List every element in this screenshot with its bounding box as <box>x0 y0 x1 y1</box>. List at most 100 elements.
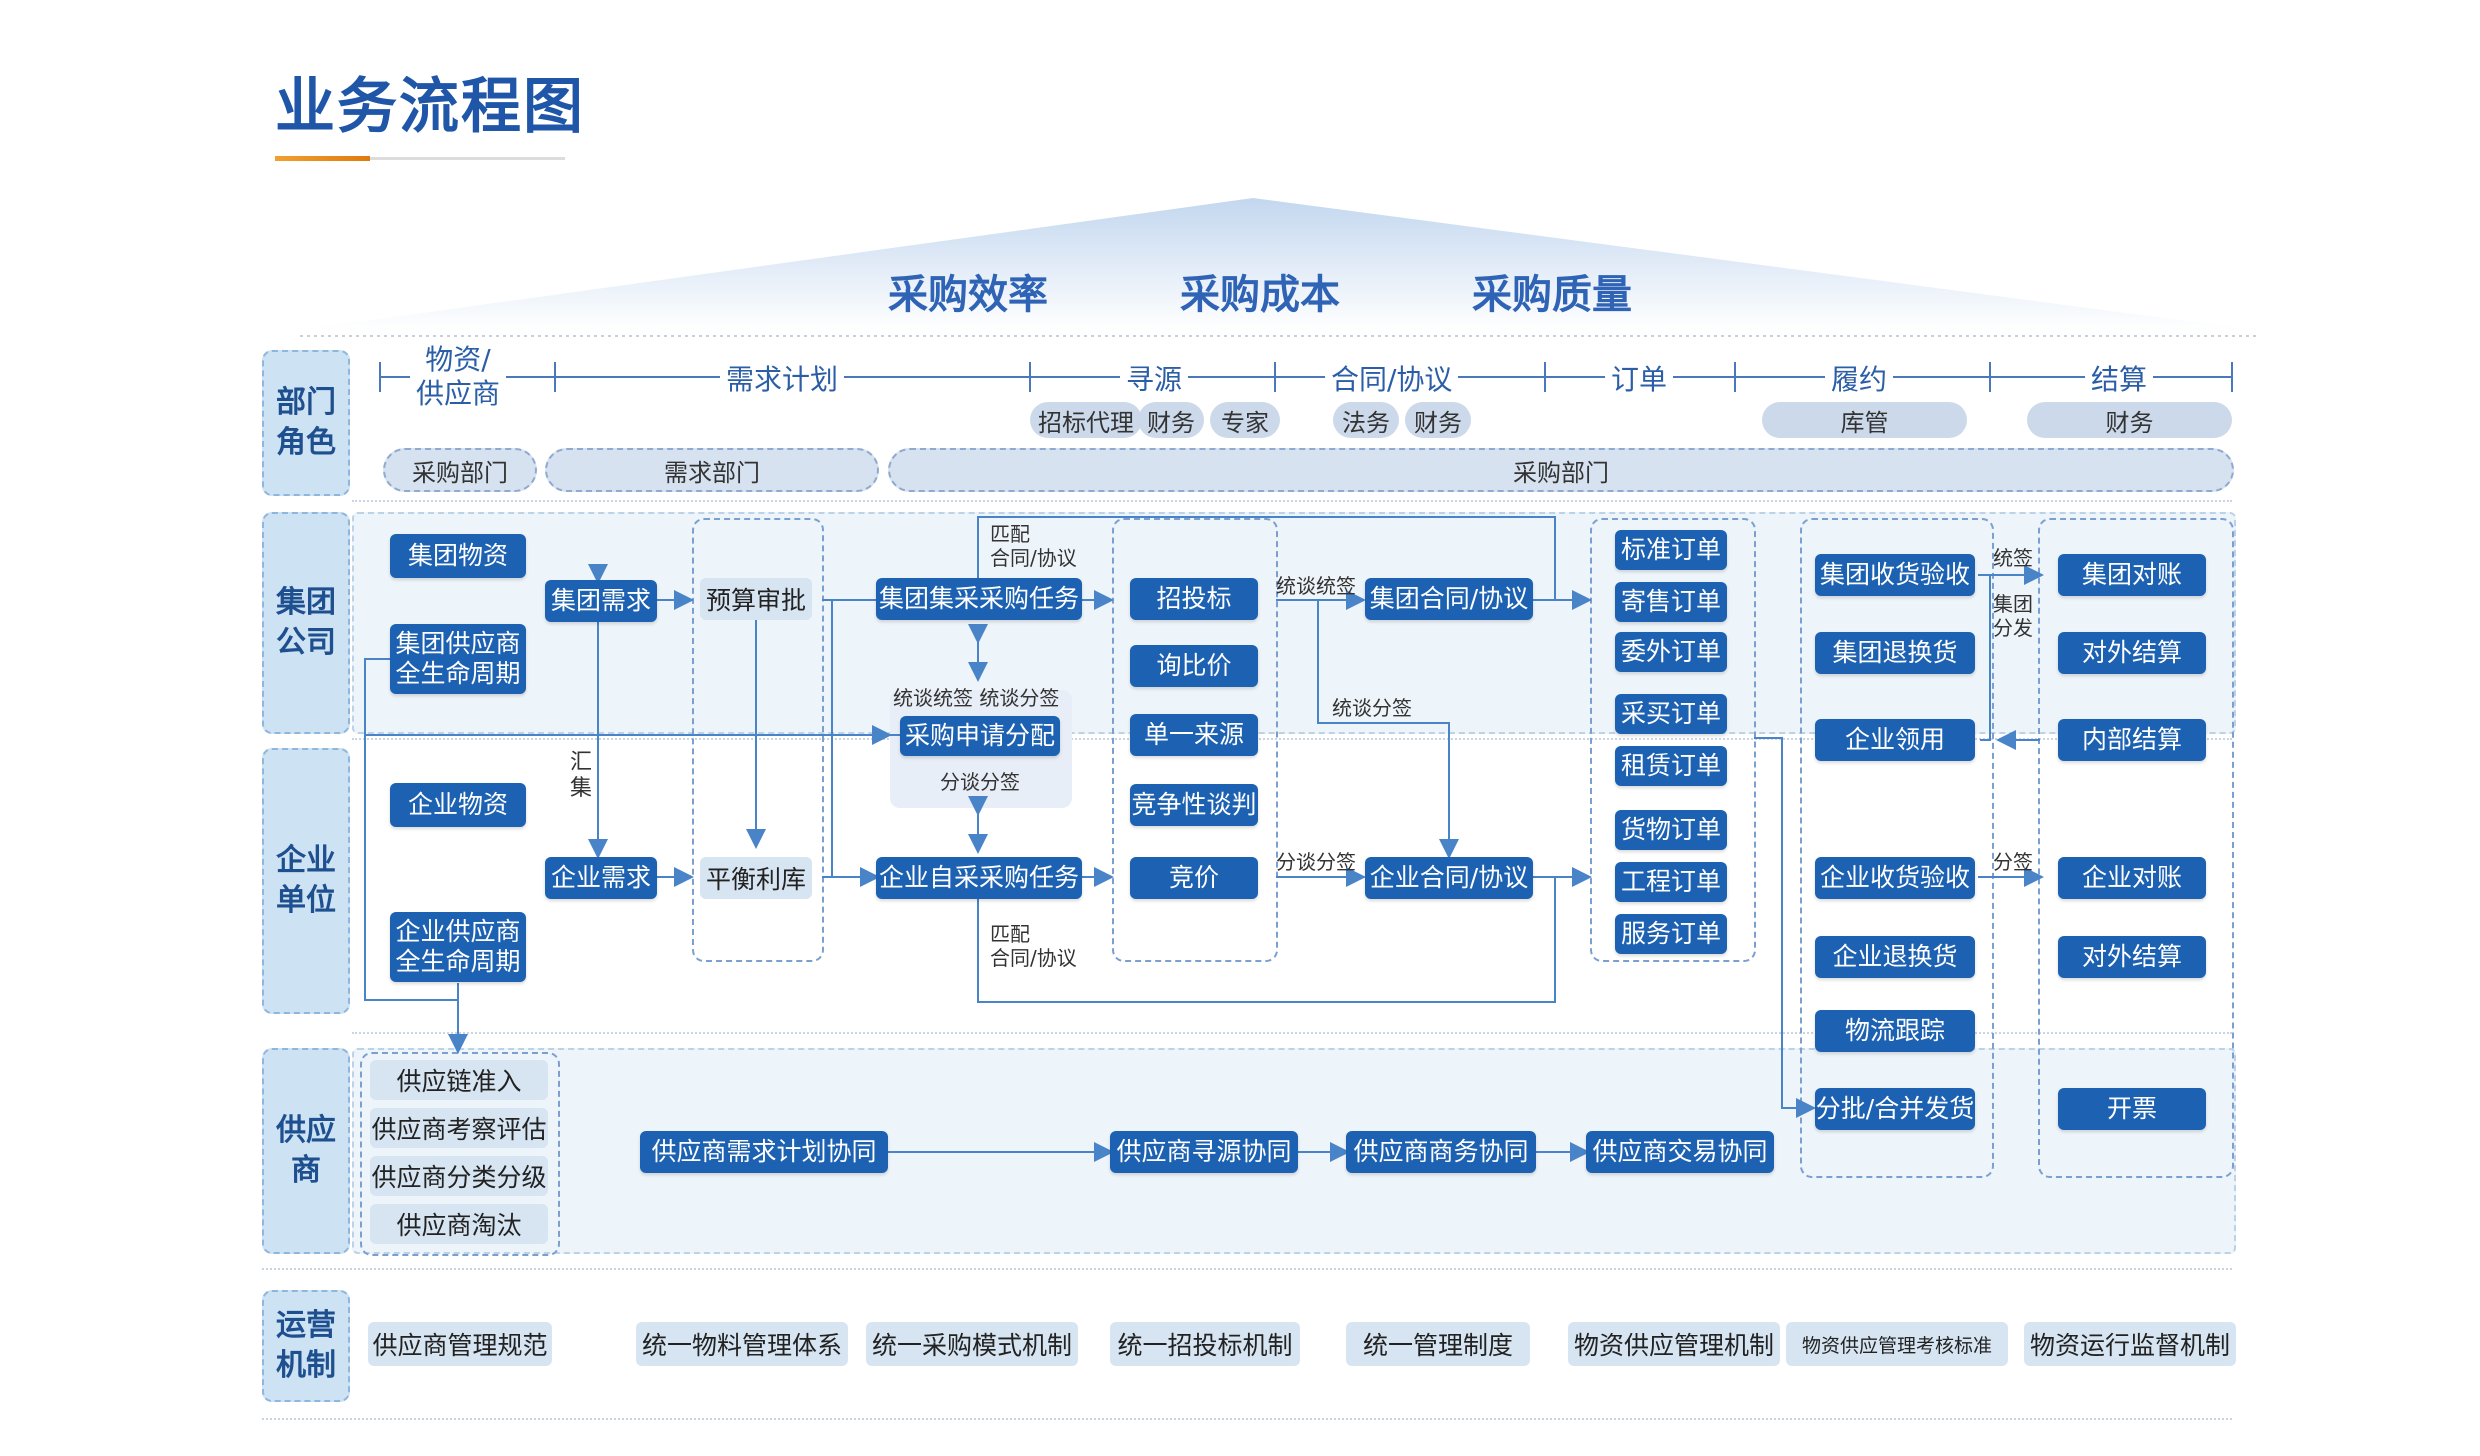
balance-stock-node[interactable]: 平衡利库 <box>700 857 812 899</box>
row-divider <box>352 500 2232 502</box>
supplier-sourcing-collab[interactable]: 供应商寻源协同 <box>1110 1131 1298 1173</box>
row-divider <box>352 738 2232 740</box>
ops-item[interactable]: 物资供应管理考核标准 <box>1786 1322 2008 1366</box>
supplier-access-node[interactable]: 供应链准入 <box>370 1060 548 1100</box>
match-contract-label: 匹配 合同/协议 <box>990 922 1077 970</box>
demand-plan-group <box>692 518 824 962</box>
sign-mode-label: 统谈统签 统谈分签 <box>893 686 1060 710</box>
row-divider <box>262 1268 2232 1270</box>
row-divider <box>352 1032 2232 1034</box>
orders-group <box>1590 518 1756 962</box>
ent-self-task-node[interactable]: 企业自采采购任务 <box>876 857 1082 899</box>
page-title: 业务流程图 <box>275 72 585 142</box>
stage-settlement: 结算 <box>2085 358 2154 398</box>
row-divider <box>262 1418 2232 1420</box>
ent-contract-node[interactable]: 企业合同/协议 <box>1365 857 1533 899</box>
ent-supplier-lifecycle-node[interactable]: 企业供应商 全生命周期 <box>390 912 526 982</box>
dept-demand: 需求部门 <box>545 448 879 492</box>
ent-receive-node[interactable]: 企业收货验收 <box>1815 857 1975 899</box>
role-finance: 财务 <box>1138 402 1204 438</box>
ent-use-node[interactable]: 企业领用 <box>1815 719 1975 761</box>
order-outsourcing[interactable]: 委外订单 <box>1615 632 1727 672</box>
match-contract-label: 匹配 合同/协议 <box>990 522 1077 570</box>
ent-demand-node[interactable]: 企业需求 <box>545 857 657 899</box>
supplier-business-collab[interactable]: 供应商商务协同 <box>1346 1131 1536 1173</box>
stage-contract: 合同/协议 <box>1325 358 1459 398</box>
group-central-task-node[interactable]: 集团集采采购任务 <box>876 578 1082 620</box>
group-supplier-lifecycle-node[interactable]: 集团供应商 全生命周期 <box>390 624 526 694</box>
ops-item[interactable]: 物资运行监督机制 <box>2024 1322 2236 1366</box>
sourcing-methods-group <box>1112 518 1278 962</box>
order-standard[interactable]: 标准订单 <box>1615 530 1727 570</box>
stage-material-supplier: 物资/ 供应商 <box>410 343 507 411</box>
row-label-ops: 运营 机制 <box>262 1290 350 1402</box>
ent-material-node[interactable]: 企业物资 <box>390 783 526 827</box>
ent-return-node[interactable]: 企业退换货 <box>1815 936 1975 978</box>
ext-settle-node[interactable]: 对外结算 <box>2058 632 2206 674</box>
ops-item[interactable]: 物资供应管理机制 <box>1568 1322 1780 1366</box>
ops-item[interactable]: 统一物料管理体系 <box>636 1322 848 1366</box>
dept-procurement: 采购部门 <box>383 448 537 492</box>
ops-item[interactable]: 统一招投标机制 <box>1110 1322 1300 1366</box>
logistics-node[interactable]: 物流跟踪 <box>1815 1010 1975 1052</box>
order-lease[interactable]: 租赁订单 <box>1615 746 1727 786</box>
batch-ship-node[interactable]: 分批/合并发货 <box>1815 1088 1975 1130</box>
stage-demand-plan: 需求计划 <box>720 358 845 398</box>
invoice-node[interactable]: 开票 <box>2058 1088 2206 1130</box>
ops-item[interactable]: 供应商管理规范 <box>368 1322 552 1366</box>
fulfillment-group <box>1800 518 1994 1178</box>
ops-item[interactable]: 统一管理制度 <box>1346 1322 1530 1366</box>
budget-approval-node[interactable]: 预算审批 <box>700 578 812 620</box>
row-label-enterprise: 企业 单位 <box>262 748 350 1014</box>
dept-procurement-main: 采购部门 <box>888 448 2234 492</box>
supplier-eliminate-node[interactable]: 供应商淘汰 <box>370 1204 548 1244</box>
order-consignment[interactable]: 寄售订单 <box>1615 582 1727 622</box>
tt-sign-label: 统谈统签 <box>1276 574 1356 598</box>
group-contract-node[interactable]: 集团合同/协议 <box>1365 578 1533 620</box>
group-receive-node[interactable]: 集团收货验收 <box>1815 554 1975 596</box>
supplier-classify-node[interactable]: 供应商分类分级 <box>370 1156 548 1196</box>
request-allocate-node[interactable]: 采购申请分配 <box>900 716 1060 756</box>
role-finance: 财务 <box>2027 402 2232 438</box>
negotiation-node[interactable]: 竞争性谈判 <box>1130 784 1258 826</box>
inquiry-node[interactable]: 询比价 <box>1130 645 1258 687</box>
tf-sign-label: 统谈分签 <box>1332 696 1412 720</box>
title-underline <box>275 157 565 160</box>
row-label-dept: 部门 角色 <box>262 350 350 496</box>
settlement-group <box>2038 518 2234 1178</box>
ext-settle-node[interactable]: 对外结算 <box>2058 936 2206 978</box>
stage-fulfillment: 履约 <box>1825 358 1894 398</box>
supplier-evaluate-node[interactable]: 供应商考察评估 <box>370 1108 548 1148</box>
order-service[interactable]: 服务订单 <box>1615 914 1727 954</box>
group-return-node[interactable]: 集团退换货 <box>1815 632 1975 674</box>
role-legal: 法务 <box>1333 402 1399 438</box>
supplier-trade-collab[interactable]: 供应商交易协同 <box>1586 1131 1774 1173</box>
group-demand-node[interactable]: 集团需求 <box>545 580 657 622</box>
order-goods[interactable]: 货物订单 <box>1615 810 1727 850</box>
ff-sign-label: 分谈分签 <box>1276 850 1356 874</box>
role-warehouse: 库管 <box>1762 402 1967 438</box>
group-material-node[interactable]: 集团物资 <box>390 534 526 578</box>
row-label-supplier: 供应 商 <box>262 1048 350 1254</box>
ops-item[interactable]: 统一采购模式机制 <box>866 1322 1078 1366</box>
single-source-node[interactable]: 单一来源 <box>1130 714 1258 756</box>
supplier-demand-collab[interactable]: 供应商需求计划协同 <box>640 1131 888 1173</box>
title-accent-bar <box>275 156 370 161</box>
internal-settle-node[interactable]: 内部结算 <box>2058 719 2206 761</box>
group-dist-label: 集团 分发 <box>1993 592 2033 640</box>
order-purchase[interactable]: 采买订单 <box>1615 694 1727 734</box>
role-expert: 专家 <box>1210 402 1280 438</box>
ent-reconcile-node[interactable]: 企业对账 <box>2058 857 2206 899</box>
group-reconcile-node[interactable]: 集团对账 <box>2058 554 2206 596</box>
tong-qian-label: 统签 <box>1993 546 2033 570</box>
fen-qian-label: 分签 <box>1993 850 2033 874</box>
auction-node[interactable]: 竞价 <box>1130 857 1258 899</box>
collect-label: 汇 集 <box>570 750 593 801</box>
role-bidding-agent: 招标代理 <box>1030 402 1142 438</box>
metric-quality: 采购质量 <box>1472 272 1632 318</box>
order-engineering[interactable]: 工程订单 <box>1615 862 1727 902</box>
bidding-node[interactable]: 招投标 <box>1130 578 1258 620</box>
